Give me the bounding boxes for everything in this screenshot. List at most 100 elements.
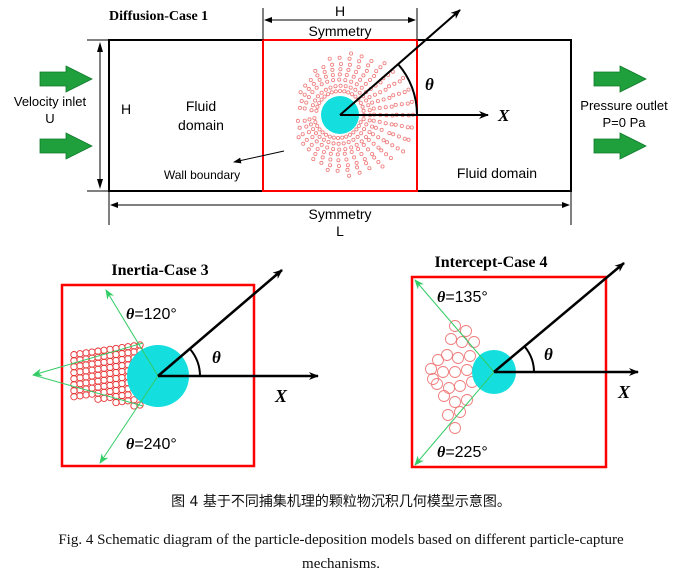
particle (112, 368, 120, 377)
particle (319, 90, 324, 95)
case3-theta-lower-symbol: θ (126, 436, 135, 453)
particle (452, 352, 464, 364)
particle (399, 124, 404, 129)
particle (390, 69, 395, 74)
particle (321, 137, 326, 142)
bottom-symmetry-label: Symmetry (309, 206, 372, 222)
particle (395, 146, 400, 151)
particle (317, 134, 322, 139)
particle (304, 137, 309, 142)
particle (402, 90, 407, 95)
l-dim-arrow-right-icon (562, 202, 570, 208)
particle (88, 378, 96, 386)
particle (76, 350, 84, 358)
particle (356, 65, 361, 70)
case3-angle-line-120 (105, 289, 159, 377)
particle (124, 391, 132, 399)
particle (367, 108, 372, 113)
particle (437, 366, 449, 378)
case3-theta-lower: θ=240° (126, 436, 177, 453)
particle (386, 84, 391, 89)
particle (361, 142, 366, 147)
particle (100, 358, 108, 366)
l-dim-arrow-left-icon (110, 202, 118, 208)
particle (383, 105, 388, 110)
particle (314, 85, 319, 90)
particle (384, 140, 389, 145)
particle (320, 130, 325, 135)
case3-angle-line-240 (99, 375, 159, 464)
particle (325, 92, 330, 97)
particle (355, 134, 360, 139)
particle (367, 166, 372, 171)
particle (297, 105, 302, 110)
velocity-inlet-label: Velocity inlet (14, 94, 87, 109)
particle (389, 122, 394, 127)
particle (346, 139, 351, 144)
particle (298, 90, 303, 95)
particle (321, 65, 326, 70)
case3-theta-arc (189, 348, 201, 377)
particle (359, 54, 364, 59)
particle (310, 135, 315, 140)
particle (356, 124, 361, 129)
fluid-right-label: Fluid domain (457, 165, 537, 181)
particle (323, 74, 328, 79)
particle (351, 74, 356, 79)
particle (456, 336, 468, 348)
outlet-arrow-top-icon (593, 65, 647, 93)
particle (118, 379, 126, 388)
particle (130, 402, 138, 410)
particle (314, 139, 319, 144)
particle (349, 92, 354, 97)
top-symmetry-label: Symmetry (309, 23, 372, 39)
top-width-label: H (335, 3, 345, 19)
wall-boundary-label: Wall boundary (164, 168, 240, 182)
case1-x-label: X (497, 106, 510, 125)
particle (359, 151, 364, 156)
particle (370, 151, 375, 156)
particle (377, 105, 382, 110)
particle (106, 375, 114, 384)
particle (100, 382, 108, 390)
particle (306, 95, 311, 100)
case3-particle-cluster (70, 341, 144, 410)
particle (343, 84, 348, 89)
case1-title: Diffusion-Case 1 (109, 9, 208, 24)
particle (326, 139, 331, 144)
particle (100, 370, 108, 378)
particle (106, 387, 114, 396)
particle (301, 141, 306, 146)
particle (405, 101, 410, 106)
particle (381, 97, 386, 102)
particle (383, 87, 388, 92)
particle (118, 391, 126, 400)
particle (327, 134, 332, 139)
particle (369, 59, 374, 64)
particle (347, 173, 352, 178)
particle (402, 136, 407, 141)
particle (124, 355, 132, 363)
particle (331, 141, 336, 146)
particle (336, 158, 341, 163)
particle (353, 87, 358, 92)
case3-theta-upper-symbol: θ (126, 306, 135, 323)
particle (347, 132, 352, 137)
particle (331, 78, 336, 83)
particle (393, 102, 398, 107)
particle (329, 90, 334, 95)
particle (376, 135, 381, 140)
particle (376, 159, 381, 164)
particle (302, 92, 307, 97)
particle (367, 95, 372, 100)
particle (355, 165, 360, 170)
case4-theta-label: θ (544, 345, 553, 364)
particle (349, 149, 354, 154)
particle (353, 94, 358, 99)
particle (425, 363, 437, 375)
particle (389, 104, 394, 109)
particle (70, 393, 78, 401)
particle (82, 361, 90, 369)
particle (106, 369, 114, 378)
particle (354, 82, 359, 87)
